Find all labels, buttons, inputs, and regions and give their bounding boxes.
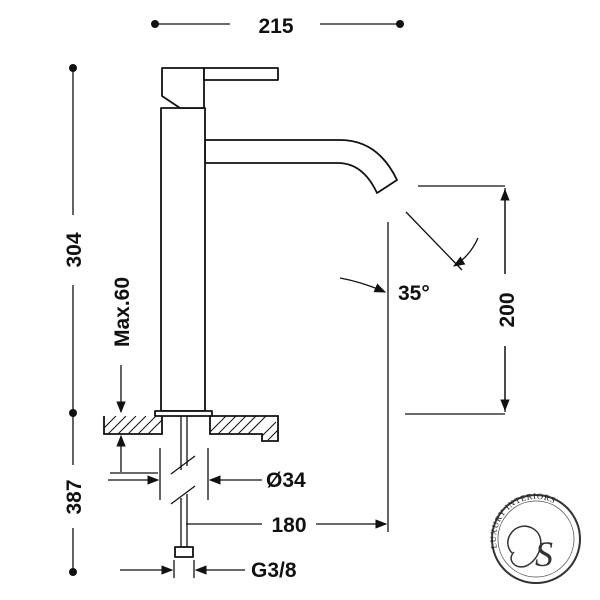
hose-length-label: 387 (63, 479, 86, 514)
angle-dimension: 35° (339, 211, 479, 305)
worktop (103, 415, 279, 442)
thread-label: G3/8 (251, 559, 297, 582)
diameter-label: Ø34 (266, 469, 306, 492)
angle-label: 35° (398, 282, 430, 305)
max-height-dimension: Max.60 (110, 277, 158, 474)
max-height-label: Max.60 (111, 277, 134, 347)
spout-height-label: 200 (496, 292, 519, 327)
logo-mark: S (535, 534, 553, 574)
reach-label: 180 (271, 514, 306, 537)
supply-hose (170, 416, 196, 558)
brand-logo: LUXURY INTERIORS S (488, 491, 581, 584)
width-label: 215 (258, 15, 293, 38)
spout-height-dimension: 200 (405, 185, 519, 415)
thread-dimension: G3/8 (120, 559, 297, 582)
faucet-body (154, 67, 398, 417)
width-dimension: 215 (151, 15, 404, 38)
total-height-label: 304 (63, 232, 86, 267)
reach-dimension: 180 (186, 222, 389, 537)
diameter-dimension: Ø34 (108, 448, 306, 500)
height-dimension: 304 387 (63, 64, 86, 576)
